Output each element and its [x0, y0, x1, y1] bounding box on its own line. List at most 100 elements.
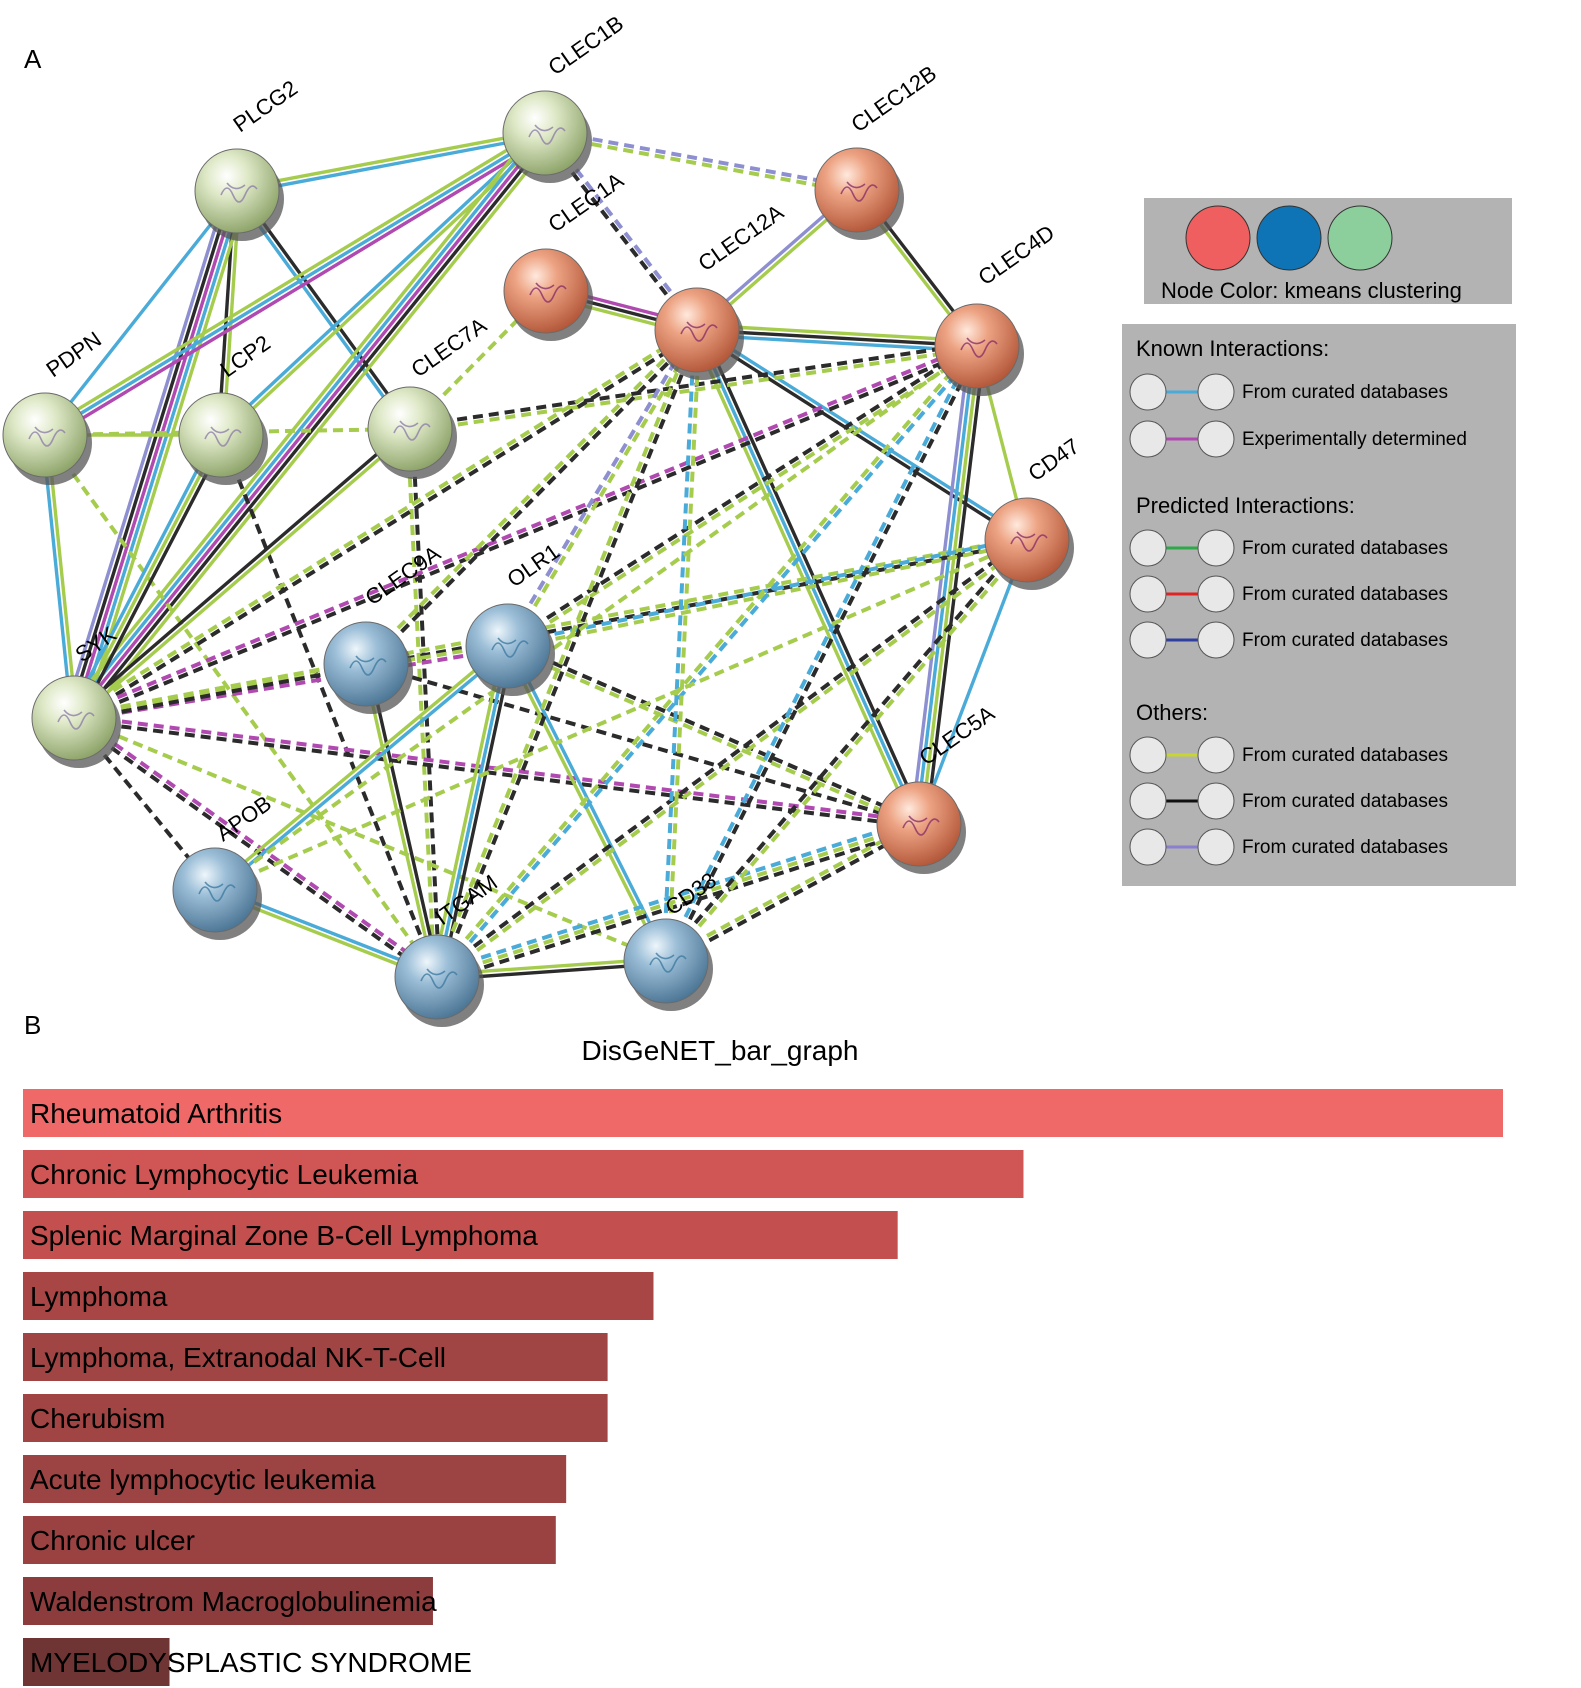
edge-line-lime: [919, 346, 982, 825]
legend-row: From curated databases: [1129, 373, 1448, 411]
edge-line-black: [924, 346, 987, 826]
edge-line-magenta: [72, 341, 977, 718]
interaction-edges: [40, 125, 1031, 984]
interactions-legend-box: [1122, 324, 1516, 886]
bar: [23, 1394, 608, 1442]
protein-structure-icon: [1010, 531, 1048, 552]
node-label: CLEC1B: [544, 11, 628, 81]
edge-line-lime: [64, 125, 539, 713]
bar: [23, 1150, 1024, 1198]
node-cd47[interactable]: CD47: [984, 433, 1084, 590]
edge-line-magenta: [74, 714, 440, 977]
edge-line-black: [74, 346, 979, 723]
bar-label: Lymphoma, Extranodal NK-T-Cell: [30, 1342, 446, 1373]
node-label: CLEC12B: [847, 60, 941, 137]
node-syk[interactable]: SYK: [31, 621, 121, 768]
node-olr1[interactable]: OLR1: [465, 539, 564, 696]
edge-line-black: [508, 641, 921, 824]
node-clec1a[interactable]: CLEC1A: [503, 167, 628, 341]
node-label: CLEC4D: [974, 220, 1059, 290]
edge-LCP2-SYK: [68, 431, 227, 722]
edge-PLCG2-CLEC1B: [236, 128, 546, 196]
node-label: CLEC7A: [407, 312, 492, 382]
edge-line-black: [440, 646, 515, 979]
bar-row: Cherubism: [23, 1394, 608, 1442]
cluster-swatch-1: [1185, 205, 1251, 271]
protein-structure-icon: [680, 321, 718, 342]
legend-row: From curated databases: [1129, 575, 1448, 613]
protein-structure-icon: [649, 952, 687, 973]
bar-label: Cherubism: [30, 1403, 165, 1434]
edge-CLEC7A-SYK: [71, 425, 413, 722]
edge-line-magenta: [72, 131, 547, 720]
edge-line-lime: [433, 343, 977, 977]
edge-line-magenta: [46, 135, 549, 441]
edge-line-black: [437, 330, 702, 979]
cluster-swatch-2: [1256, 205, 1322, 271]
node-apob[interactable]: APOB: [172, 791, 276, 940]
edge-line-lavender: [62, 187, 230, 716]
edge-line-magenta: [72, 190, 239, 719]
node-sphere: [31, 675, 117, 761]
edge-line-cyan: [697, 326, 1030, 540]
edge-line-black: [410, 428, 442, 977]
edge-line-lime: [73, 659, 366, 718]
edge-line-lime: [213, 344, 979, 892]
legend-row: From curated databases: [1129, 529, 1448, 567]
edge-CD33-CLEC12A: [661, 329, 702, 962]
edge-line-black: [76, 135, 551, 723]
legend-row: From curated databases: [1129, 828, 1448, 866]
edge-line-lime: [666, 540, 1031, 964]
bar-label: Splenic Marginal Zone B-Cell Lymphoma: [30, 1220, 538, 1251]
node-clec1b[interactable]: CLEC1B: [502, 11, 628, 183]
edge-line-black: [434, 536, 1027, 977]
edge-OLR1-APOB: [212, 642, 511, 894]
legend-node-left: [1129, 420, 1167, 458]
edge-SYK-CLEC9A: [73, 659, 367, 723]
edge-line-lime: [221, 133, 548, 439]
edge-line-cyan: [218, 129, 545, 435]
node-cd33[interactable]: CD33: [623, 867, 721, 1011]
node-plcg2[interactable]: PLCG2: [194, 75, 302, 241]
legend-node-right: [1197, 575, 1235, 613]
edge-line-lime: [504, 646, 666, 963]
edge-CD33-CLEC4D: [661, 343, 982, 964]
legend-node-right: [1197, 736, 1235, 774]
edge-OLR1-CLEC5A: [506, 641, 921, 829]
edge-line-lime: [432, 328, 697, 977]
node-label: CLEC9A: [361, 540, 446, 610]
cluster-swatch-3: [1327, 205, 1393, 271]
edge-CLEC9A-CLEC5A: [365, 662, 920, 826]
bar: [23, 1638, 170, 1686]
node-clec4d[interactable]: CLEC4D: [934, 220, 1059, 396]
protein-structure-icon: [528, 124, 566, 145]
bar-label: Lymphoma: [30, 1281, 168, 1312]
bar-row: Rheumatoid Arthritis: [23, 1089, 1503, 1137]
edge-line-cyan: [661, 329, 697, 961]
bar: [23, 1516, 556, 1564]
edge-OLR1-ITGAM: [430, 644, 515, 979]
legend-label: From curated databases: [1242, 630, 1448, 651]
protein-structure-icon: [28, 426, 66, 447]
edge-line-lime: [72, 434, 223, 719]
protein-structure-icon: [529, 282, 567, 303]
edge-OLR1-CLEC4D: [505, 342, 980, 650]
edge-line-lime: [666, 330, 702, 962]
node-clec12b[interactable]: CLEC12B: [814, 60, 941, 240]
bar: [23, 1272, 654, 1320]
edge-line-black: [366, 330, 701, 668]
cluster-legend: Node Color: kmeans clustering: [1144, 198, 1512, 304]
legend-label: From curated databases: [1242, 538, 1448, 559]
protein-structure-icon: [420, 968, 458, 989]
edge-line-black: [71, 425, 410, 718]
edge-line-black: [366, 663, 442, 977]
edge-line-black: [67, 189, 234, 718]
node-sphere: [876, 781, 962, 867]
bar: [23, 1089, 1503, 1137]
bar-label: Chronic ulcer: [30, 1525, 195, 1556]
node-label: PDPN: [42, 327, 106, 383]
bar-label: Chronic Lymphocytic Leukemia: [30, 1159, 418, 1190]
node-clec12a[interactable]: CLEC12A: [654, 199, 788, 380]
